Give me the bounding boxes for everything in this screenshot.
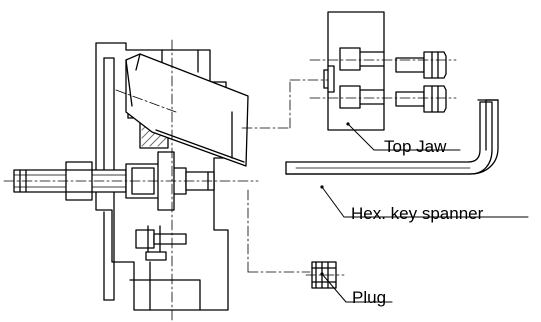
center-lines [3,39,457,322]
lower-bolt [135,225,187,261]
cap-screw-lower [395,85,447,113]
plug-label: Plug [352,288,387,307]
hex-key-spanner [285,99,499,175]
hex-key-spanner-label: Hex. key spanner [351,204,484,223]
top-jaw-label: Top Jaw [384,137,447,156]
top-jaw-in-chuck [125,53,249,167]
cap-screw-upper [395,51,447,79]
top-jaw-part [323,11,385,131]
leader-lines [320,122,529,303]
